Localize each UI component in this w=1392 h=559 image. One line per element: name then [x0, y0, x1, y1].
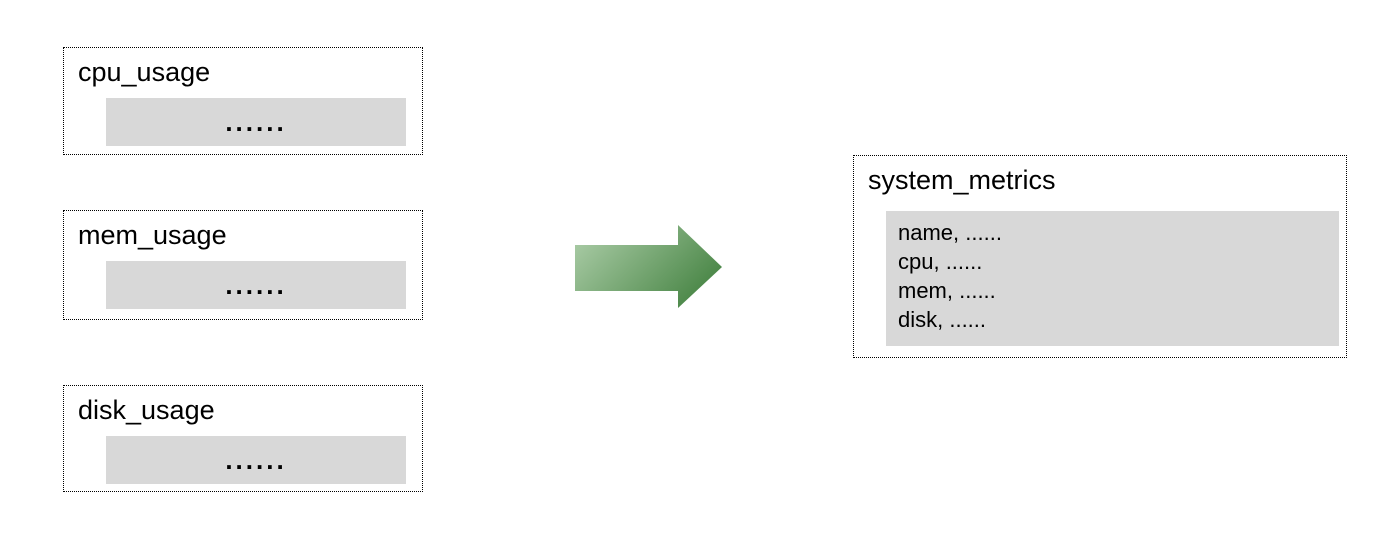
table-title: disk_usage — [78, 395, 215, 425]
placeholder-dots: ...... — [225, 107, 287, 137]
placeholder-dots: ...... — [225, 445, 287, 475]
source-table-mem-usage: mem_usage ...... — [63, 210, 423, 320]
field-row: cpu, ...... — [898, 249, 983, 274]
source-table-disk-usage: disk_usage ...... — [63, 385, 423, 492]
table-title: system_metrics — [868, 165, 1056, 195]
column-placeholder-bar: ...... — [106, 98, 406, 146]
result-table-system-metrics: system_metrics name, ...... cpu, ...... … — [853, 155, 1347, 358]
table-title: mem_usage — [78, 220, 227, 250]
field-row: disk, ...... — [898, 307, 987, 332]
columns-panel: name, ...... cpu, ...... mem, ...... dis… — [886, 211, 1339, 346]
arrow-right-icon — [575, 225, 722, 308]
column-placeholder-bar: ...... — [106, 261, 406, 309]
field-row: mem, ...... — [898, 278, 996, 303]
placeholder-dots: ...... — [225, 270, 287, 300]
source-table-cpu-usage: cpu_usage ...... — [63, 47, 423, 155]
field-row: name, ...... — [898, 220, 1002, 245]
column-placeholder-bar: ...... — [106, 436, 406, 484]
table-title: cpu_usage — [78, 57, 211, 87]
